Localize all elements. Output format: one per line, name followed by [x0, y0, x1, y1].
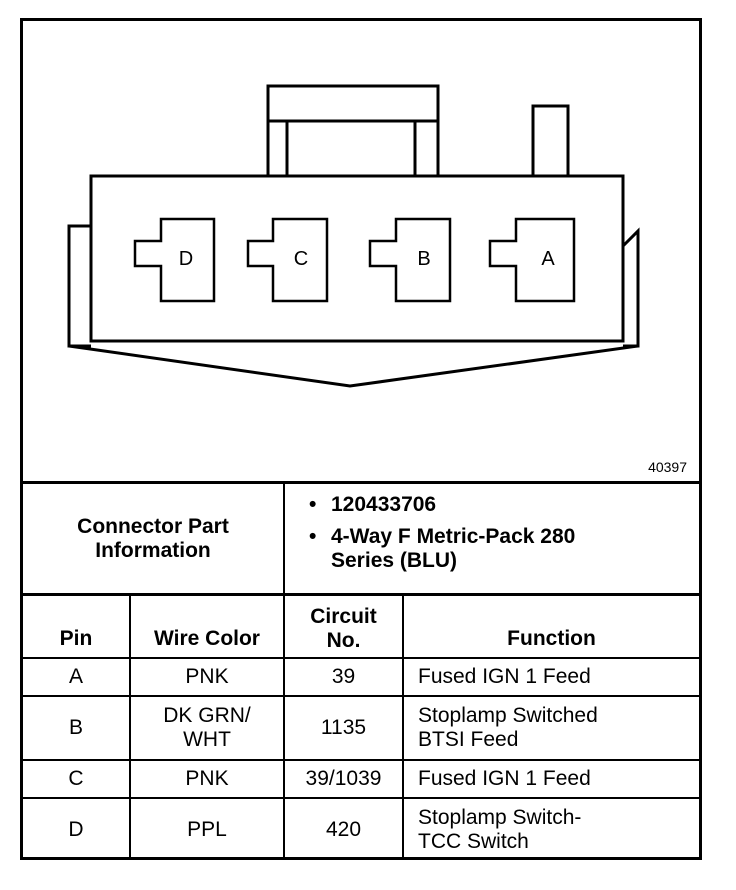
- connector-part-label: Connector Part Information: [77, 514, 229, 562]
- table-row-b-function: Stoplamp Switched BTSI Feed: [418, 704, 598, 751]
- table-row-d-wire: PPL: [187, 817, 227, 841]
- connector-drawing: D C B A: [67, 84, 640, 388]
- cavity-label-c: C: [294, 248, 308, 270]
- cavity-label-a: A: [541, 248, 555, 270]
- divider-row-a: [23, 695, 699, 697]
- header-circuit: Circuit No.: [310, 605, 377, 652]
- divider-row-b: [23, 759, 699, 761]
- header-wire-color: Wire Color: [154, 627, 260, 650]
- table-row-c-wire: PNK: [185, 767, 229, 790]
- connector-bottom: [68, 344, 639, 388]
- table-row-d-pin: D: [68, 817, 84, 841]
- key-post: [531, 104, 570, 176]
- table-row-c-pin: C: [68, 767, 84, 790]
- divider-table-top: [23, 593, 699, 596]
- col-divider-2: [283, 593, 285, 860]
- table-row-b-circuit: 1135: [320, 716, 367, 739]
- cavity-label-b: B: [417, 248, 430, 270]
- table-row-b-pin: B: [68, 716, 83, 739]
- header-pin: Pin: [59, 627, 93, 650]
- info-divider: [283, 481, 285, 593]
- table-row-c-circuit: 39/1039: [305, 767, 382, 790]
- connector-frame: D C B A 40397 Connector Part Information…: [20, 18, 702, 860]
- divider-top: [23, 481, 699, 484]
- cavity-d: [133, 217, 216, 303]
- divider-header: [23, 657, 699, 659]
- table-row-a-function: Fused IGN 1 Feed: [418, 665, 591, 688]
- table-row-d-function: Stoplamp Switch- TCC Switch: [418, 805, 582, 853]
- header-function: Function: [507, 627, 596, 650]
- figure-number: 40397: [648, 459, 687, 475]
- right-latch: [621, 227, 640, 348]
- cavity-b: [368, 217, 452, 303]
- connector-description: 4-Way F Metric-Pack 280 Series (BLU): [305, 525, 575, 573]
- cavity-c: [246, 217, 329, 303]
- cavity-label-d: D: [179, 248, 193, 270]
- part-number: 120433706: [305, 493, 575, 517]
- col-divider-3: [402, 593, 404, 860]
- table-row-a-wire: PNK: [185, 665, 229, 688]
- table-row-c-function: Fused IGN 1 Feed: [418, 767, 591, 790]
- cavity-a: [488, 217, 576, 303]
- locking-tab: [266, 84, 440, 176]
- divider-row-c: [23, 797, 699, 799]
- connector-body: [89, 174, 625, 343]
- table-row-b-wire: DK GRN/ WHT: [163, 704, 251, 751]
- table-row-d-circuit: 420: [325, 817, 362, 841]
- table-row-a-pin: A: [68, 665, 83, 688]
- connector-info-list: 120433706 4-Way F Metric-Pack 280 Series…: [305, 493, 575, 581]
- col-divider-1: [129, 593, 131, 860]
- table-row-a-circuit: 39: [331, 665, 356, 688]
- left-latch: [67, 224, 91, 348]
